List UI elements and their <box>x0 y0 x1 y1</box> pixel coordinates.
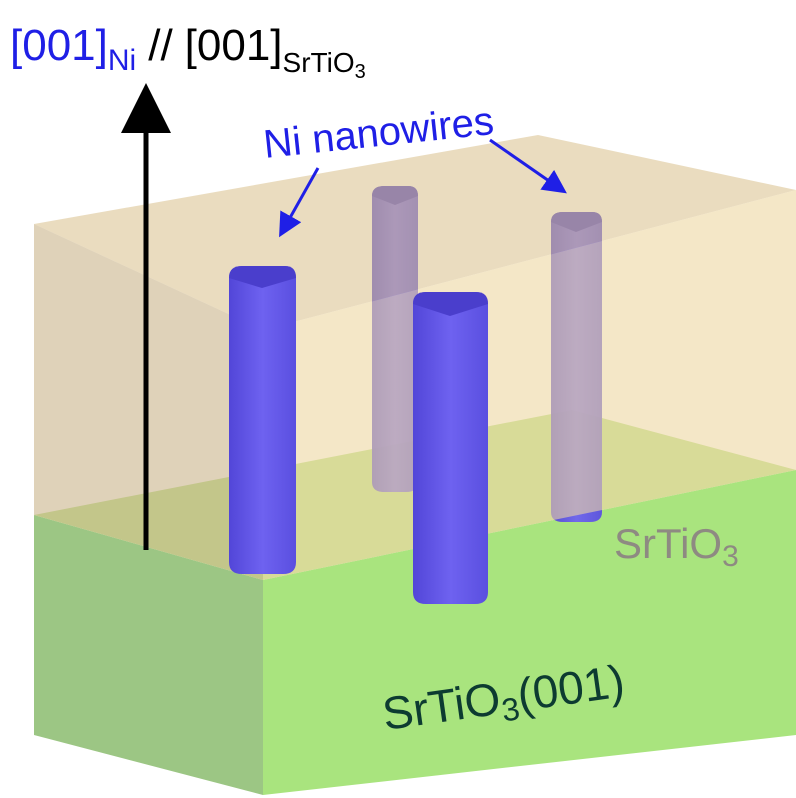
substrate-front-face <box>263 470 796 795</box>
film-label: SrTiO3 <box>614 520 739 573</box>
ni-direction: [001] <box>10 21 108 70</box>
nanowire-front-left <box>229 266 296 574</box>
parallel-separator: // <box>148 21 173 70</box>
substrate-left-face <box>34 515 263 795</box>
callout-arrow-left <box>279 167 320 238</box>
film-label-text: SrTiO <box>614 520 722 567</box>
film-block <box>34 135 796 580</box>
film-top-face <box>34 135 796 330</box>
ni-subscript: Ni <box>108 44 136 77</box>
srtio3-subscript-index: 3 <box>355 61 366 83</box>
film-front-face <box>263 190 796 580</box>
srtio3-subscript: SrTiO <box>283 47 355 78</box>
srtio3-direction: [001] <box>185 21 283 70</box>
substrate-label-index: 3 <box>499 690 522 728</box>
film-label-index: 3 <box>722 540 739 573</box>
callout-arrow-right <box>489 138 567 194</box>
direction-label: [001]Ni//[001]SrTiO3 <box>10 21 366 83</box>
nanowire-front-center <box>413 292 488 604</box>
